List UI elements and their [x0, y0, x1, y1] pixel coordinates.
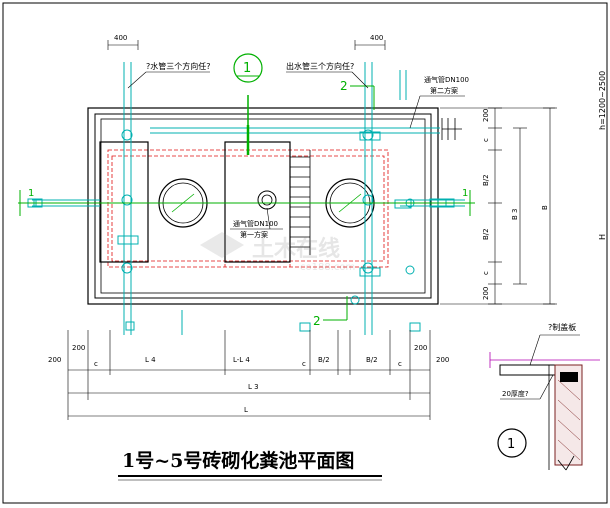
dim-bottom-l: L	[244, 406, 248, 414]
svg-text:1: 1	[243, 61, 251, 76]
dim-bottom-l-minus-l4: L-L 4	[233, 356, 250, 364]
dim-bottom-200-right-outer: 200	[436, 356, 449, 364]
right-dimensions	[440, 107, 557, 305]
dim-bottom-c-left: c	[94, 360, 98, 368]
cover-slab-note: ?制盖板	[548, 322, 576, 332]
bottom-dimensions	[67, 330, 431, 420]
ladder-steps	[290, 150, 311, 255]
callout-detail-top: 1	[233, 53, 263, 83]
svg-text:2: 2	[340, 79, 348, 93]
h-range-note: h=1200~2500	[598, 71, 607, 130]
dim-right-c-top: c	[482, 138, 490, 142]
center-lines	[18, 95, 475, 216]
vent-option1-line2: 第一方案	[240, 230, 268, 239]
detail-callout: 1	[497, 428, 527, 458]
inlet-pipe-note: ?水管三个方向任?	[146, 61, 211, 71]
dim-right-b-half-top: B/2	[482, 174, 490, 186]
vent-option1-line1: 通气管DN100	[233, 219, 278, 228]
dim-400-left: 400	[114, 34, 127, 42]
dim-bottom-200-left-outer: 200	[48, 356, 61, 364]
svg-text:土木在线: 土木在线	[252, 236, 340, 262]
pipe-label-top: 2	[340, 79, 375, 110]
section-marker-right: 1	[462, 188, 468, 199]
thickness-note: 20厚度?	[502, 389, 529, 398]
pipes	[27, 62, 465, 335]
dim-bottom-200-right-inner: 200	[414, 344, 427, 352]
dim-bottom-c-right: c	[398, 360, 402, 368]
svg-text:1: 1	[507, 437, 515, 452]
h-side-label: H	[598, 234, 607, 240]
dim-right-200-top: 200	[482, 109, 490, 122]
vent-option2-line1: 通气管DN100	[424, 75, 469, 84]
dim-bottom-l3: L 3	[248, 383, 259, 391]
vent-end-marks	[441, 118, 462, 140]
pipe-label-bottom: 2	[313, 296, 348, 328]
hidden-lines	[107, 149, 389, 268]
dim-right-200-bottom: 200	[482, 287, 490, 300]
top-dim-400	[107, 40, 386, 50]
vent-pipe-circle	[257, 190, 277, 210]
dim-right-b3: B 3	[511, 209, 519, 220]
watermark: 土木在线 co188.com	[200, 232, 355, 273]
dim-bottom-b-half-2: B/2	[366, 356, 378, 364]
outlet-pipe-note: 出水管三个方向任?	[286, 61, 354, 71]
dim-400-right: 400	[370, 34, 383, 42]
dim-right-b-half-bottom: B/2	[482, 228, 490, 240]
drawing-title: 1号~5号砖砌化粪池平面图	[122, 449, 354, 472]
svg-text:2: 2	[313, 314, 321, 328]
section-marker-left: 1	[28, 188, 34, 199]
dim-right-c-bottom: c	[482, 271, 490, 275]
dim-bottom-l4: L 4	[145, 356, 156, 364]
dim-right-b: B	[541, 205, 549, 210]
dim-bottom-b-half-1: B/2	[318, 356, 330, 364]
svg-text:co188.com: co188.com	[300, 262, 355, 273]
vent-option2-line2: 第二方案	[430, 86, 458, 95]
detail-section	[489, 352, 600, 471]
dim-bottom-200-left-inner: 200	[72, 344, 85, 352]
tank-outline	[87, 107, 439, 305]
dim-bottom-c-mid: c	[302, 360, 306, 368]
